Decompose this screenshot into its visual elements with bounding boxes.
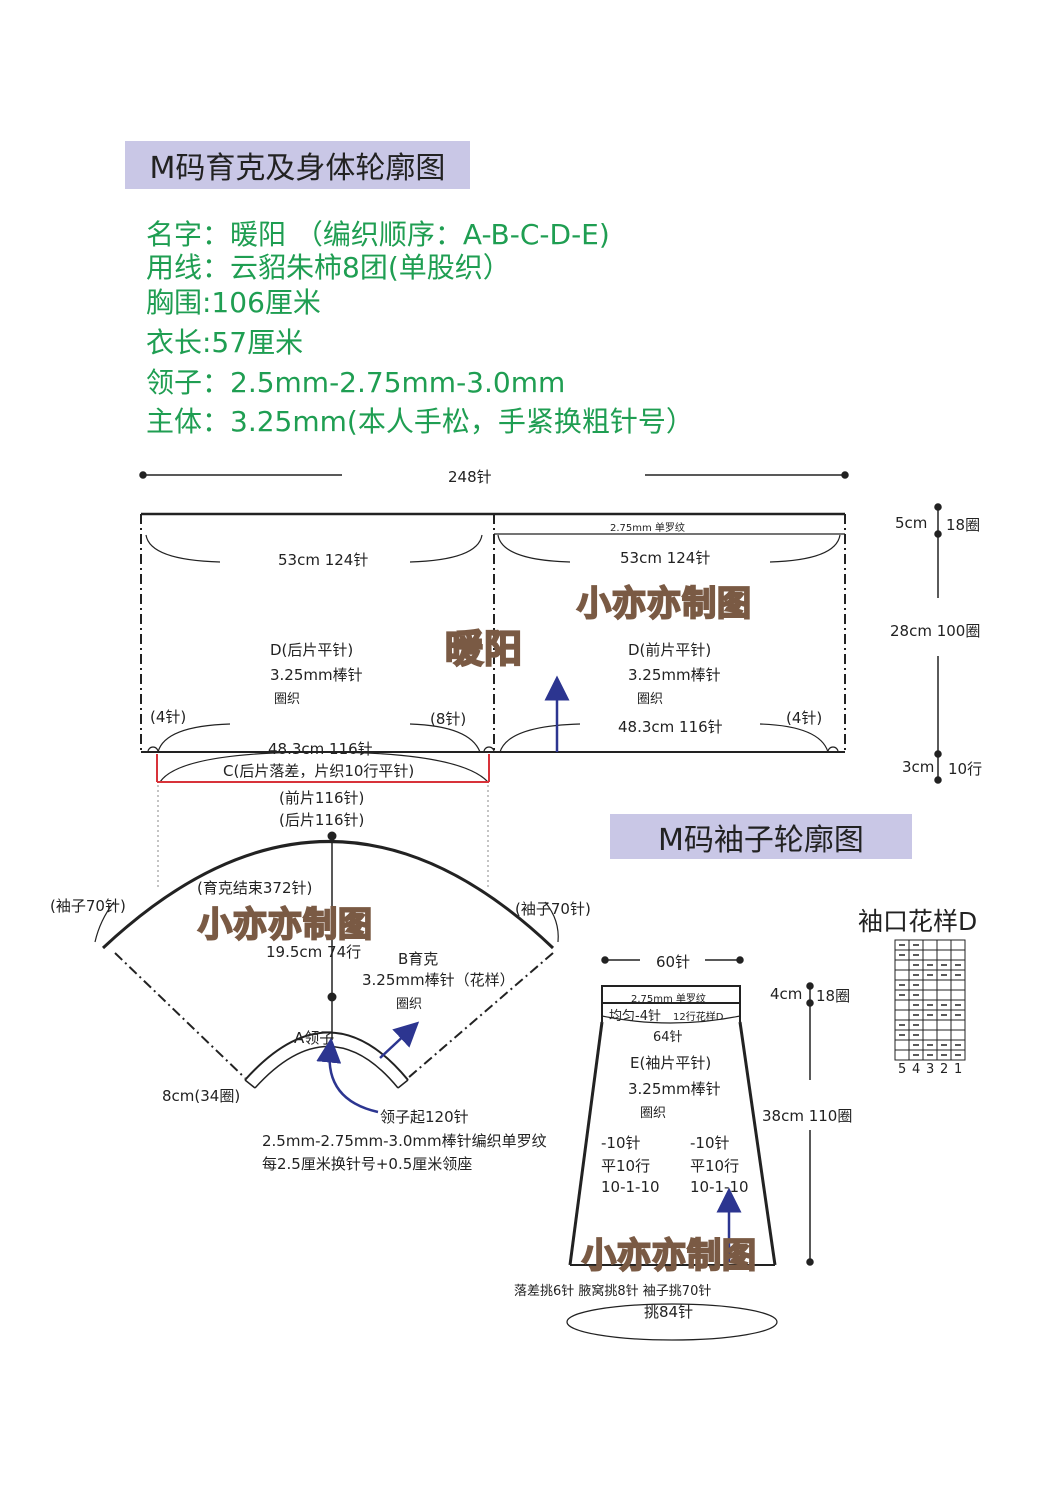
body-to-yoke-guides	[157, 785, 489, 887]
cuff-pattern-title: 袖口花样D	[858, 907, 978, 936]
rib-height: 5cm	[895, 514, 928, 532]
front-piece-needle: 3.25mm棒针	[628, 666, 721, 684]
collar-depth-label: 8cm(34圈)	[162, 1087, 241, 1105]
body-outline	[140, 512, 846, 783]
front-piece-title: D(前片平针)	[628, 641, 712, 659]
yoke-piece-method: 圈织	[396, 997, 423, 1012]
cuff-pattern-grid	[894, 939, 966, 1061]
info-name: 名字：暖阳 （编织顺序：A-B-C-D-E)	[146, 218, 610, 251]
cuff-col-3: 3	[926, 1062, 935, 1077]
sleeve-left-label: (袖子70针)	[50, 897, 126, 915]
back-bottom-width: 48.3cm 116针	[268, 740, 373, 758]
info-chest: 胸围:106厘米	[146, 286, 321, 319]
sleeve-piece-title: E(袖片平针)	[630, 1054, 712, 1072]
underarm-left: (4针)	[150, 708, 187, 726]
body-height-dimensions	[934, 503, 942, 784]
yoke-section-title: M码育克及身体轮廓图	[125, 141, 470, 189]
underarm-mid: (8针)	[430, 710, 467, 728]
sleeve-dim-top-rounds: 18圈	[816, 987, 851, 1005]
sleeve-height-dimension	[806, 982, 814, 1266]
short-row-rows: 10行	[948, 760, 983, 778]
body-rib-label: 2.75mm 单罗纹	[610, 523, 685, 534]
front-top-width: 53cm 124针	[620, 549, 711, 567]
info-body-needles: 主体：3.25mm(本人手松，手紧换粗针号）	[146, 405, 694, 438]
yoke-end-label: (育克结束372针)	[197, 879, 313, 897]
watermark-name: 暖阳	[444, 626, 524, 672]
sleeve-pickup-total: 挑84针	[644, 1303, 694, 1321]
sleeve-rib-label: 2.75mm 单罗纹	[631, 994, 706, 1005]
sleeve-piece-needle: 3.25mm棒针	[628, 1080, 721, 1098]
sleeve-piece-method: 圈织	[640, 1106, 667, 1121]
sleeve-dec-right-3: 10-1-10	[690, 1178, 749, 1196]
sleeve-dec-right-1: -10针	[690, 1134, 730, 1152]
cuff-pattern-purl-marks	[899, 944, 961, 1056]
sleeve-right-label: (袖子70针)	[515, 900, 591, 918]
sleeve-pickup-notes: 落差挑6针 腋窝挑8针 袖子挑70针	[514, 1284, 712, 1299]
collar-note-1: 领子起120针	[380, 1108, 469, 1126]
back-top-width: 53cm 124针	[278, 551, 369, 569]
yoke-piece-title: B育克	[398, 950, 439, 968]
front-piece-method: 圈织	[637, 692, 664, 707]
cuff-col-1: 1	[954, 1062, 963, 1077]
back-piece-title: D(后片平针)	[270, 641, 354, 659]
sleeve-width-dimension	[601, 956, 744, 964]
info-length: 衣长:57厘米	[146, 326, 304, 359]
sleeve-top-stitches: 60针	[656, 953, 691, 971]
sleeve-section-title: M码袖子轮廓图	[610, 814, 912, 859]
underarm-right: (4针)	[786, 709, 823, 727]
back-piece-method: 圈织	[274, 692, 301, 707]
back-116-label: (后片116针)	[279, 811, 365, 829]
front-116-label: (前片116针)	[279, 789, 365, 807]
collar-note-2: 2.5mm-2.75mm-3.0mm棒针编织单罗纹	[262, 1132, 547, 1150]
cuff-col-2: 2	[940, 1062, 949, 1077]
short-rows-label: C(后片落差，片织10行平针)	[223, 762, 415, 780]
yoke-piece-needle: 3.25mm棒针（花样）	[362, 971, 515, 989]
cuff-col-5: 5	[898, 1062, 907, 1077]
sleeve-dim-top: 4cm	[770, 985, 803, 1003]
yoke-arrows	[316, 1021, 420, 1114]
info-collar-needles: 领子：2.5mm-2.75mm-3.0mm	[146, 366, 566, 399]
short-row-height: 3cm	[902, 758, 935, 776]
watermark-yoke: 小亦亦制图	[197, 904, 373, 946]
cuff-col-4: 4	[912, 1062, 921, 1077]
sleeve-dim-main: 38cm 110圈	[762, 1107, 853, 1125]
sleeve-dec-left-1: -10针	[601, 1134, 641, 1152]
collar-note-3: 每2.5厘米换针号+0.5厘米领座	[262, 1155, 473, 1173]
front-bottom-width: 48.3cm 116针	[618, 718, 723, 736]
body-height: 28cm 100圈	[890, 622, 981, 640]
watermark-top: 小亦亦制图	[576, 583, 752, 625]
rib-rounds: 18圈	[946, 516, 981, 534]
sleeve-outline	[566, 985, 778, 1341]
total-stitches-label: 248针	[448, 468, 492, 486]
watermark-sleeve: 小亦亦制图	[581, 1235, 757, 1277]
total-width-dimension	[139, 471, 849, 479]
yoke-depth-label: 19.5cm 74行	[266, 943, 362, 961]
info-yarn: 用线：云貂朱柿8团(单股织）	[146, 251, 511, 284]
sleeve-dec-left-3: 10-1-10	[601, 1178, 660, 1196]
sleeve-cuff-stitches: 64针	[653, 1030, 683, 1045]
back-piece-needle: 3.25mm棒针	[270, 666, 363, 684]
sleeve-pattern-rows: 12行花样D	[673, 1012, 724, 1023]
sleeve-even-dec: 均匀-4针	[609, 1009, 661, 1024]
sleeve-dec-left-2: 平10行	[601, 1157, 651, 1175]
sleeve-dec-right-2: 平10行	[690, 1157, 740, 1175]
short-row-markers	[156, 754, 490, 783]
collar-label: A领子	[294, 1029, 335, 1047]
